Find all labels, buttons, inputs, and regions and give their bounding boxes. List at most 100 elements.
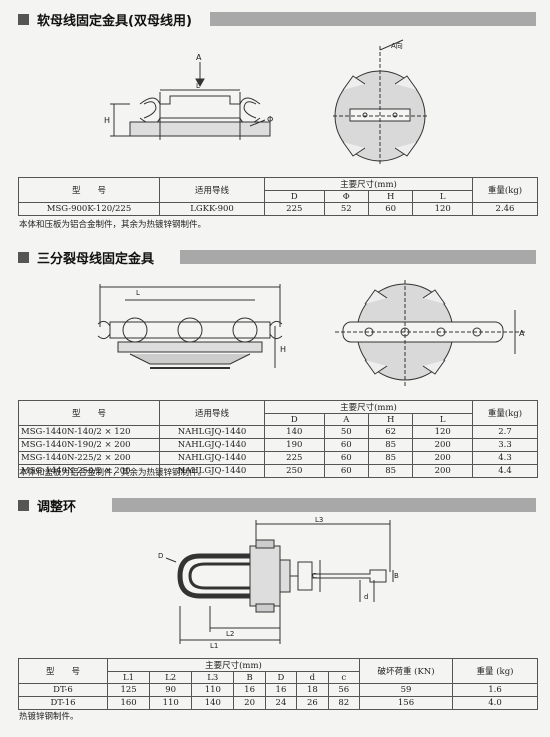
cell-dim: 200 [412,451,473,465]
col-weight: 重量(kg) [472,177,538,203]
cell-dim: 125 [106,683,151,697]
section-title-bar [180,250,536,264]
col-model: 型 号 [18,177,160,203]
dim-head: H [367,413,414,426]
label-phi: Φ [267,115,273,124]
label-b: B [394,572,399,580]
drawing-double-bus-clamp-plan: A向 [333,39,427,166]
section-header-2: 三分裂母线固定金具 [18,248,155,267]
cell-wire: LGKK-900 [159,202,265,216]
cell-wire: NAHLGJQ-1440 [159,464,265,478]
table-row: DT-16 160 110 140 20 24 26 82 156 4.0 [18,696,538,710]
cell-model: DT-16 [18,696,108,710]
cell-weight: 4.0 [452,696,538,710]
col-model: 型 号 [18,400,160,426]
cell-weight: 4.4 [472,464,538,478]
section-title: 三分裂母线固定金具 [37,251,155,267]
section-title: 软母线固定金具(双母线用) [37,13,192,29]
section-title-bar [112,498,536,512]
dim-head: D [264,413,325,426]
note-1: 本体和压板为铝合金制件，其余为热镀锌钢制件。 [19,220,207,230]
cell-weight: 4.3 [472,451,538,465]
cell-load: 156 [359,696,453,710]
table-row: MSG-900K-120/225 LGKK-900 225 52 60 120 … [18,202,538,216]
label-l: L [196,82,200,90]
dim-head: L2 [149,671,193,684]
col-load: 破坏荷重 (KN) [359,658,453,684]
cell-dim: 140 [191,696,235,710]
cell-dim: 225 [264,451,325,465]
col-dims: 主要尺寸(mm) [264,177,473,191]
label-a: A [519,329,525,338]
cell-dim: 250 [264,464,325,478]
dim-head: D [264,190,325,203]
cell-dim: 200 [412,438,473,452]
dim-head: Φ [323,190,369,203]
cell-dim: 62 [367,425,414,439]
cell-dim: 16 [233,683,266,697]
cell-dim: 85 [367,464,414,478]
cell-model: MSG-1440N-190/2 × 200 [18,438,160,452]
label-h: H [104,116,110,125]
section-marker-icon [18,251,29,263]
cell-dim: 24 [264,696,298,710]
cell-dim: 20 [233,696,266,710]
dim-head: H [367,190,414,203]
cell-dim: 60 [323,438,369,452]
cell-wire: NAHLGJQ-1440 [159,425,265,439]
section-header-1: 软母线固定金具(双母线用) [18,10,192,29]
col-dims: 主要尺寸(mm) [107,658,360,672]
spec-table-3: 型 号 主要尺寸(mm) 破坏荷重 (KN) 重量 (kg) L1 L2 L3 … [18,658,538,710]
col-weight: 重量 (kg) [452,658,538,684]
label-l1: L1 [210,642,218,650]
cell-dim: 16 [264,683,298,697]
table-row: MSG-1440N-190/2 × 200 NAHLGJQ-1440 190 6… [18,438,538,452]
cell-dim: 85 [367,451,414,465]
col-model: 型 号 [18,658,108,684]
dim-head: L1 [106,671,151,684]
spec-table-2: 型 号 适用导线 主要尺寸(mm) 重量(kg) D A H L MSG-144… [18,400,538,478]
table-row: MSG-1440N-225/2 × 200 NAHLGJQ-1440 225 6… [18,451,538,465]
note-2: 本体和盖板为铝合金制件，其余为热镀锌钢制件。 [19,468,207,478]
cell-model: DT-6 [18,683,108,697]
cell-dim: 18 [296,683,329,697]
cell-wire: NAHLGJQ-1440 [159,451,265,465]
cell-model: MSG-1440N-225/2 × 200 [18,451,160,465]
table-row: MSG-1440N-250/2 × 200 NAHLGJQ-1440 250 6… [18,464,538,478]
section-title: 调整环 [37,499,77,515]
label-a-view: A向 [391,41,403,50]
section-title-bar [210,12,536,26]
dim-head: L [412,413,473,426]
cell-dim: 200 [412,464,473,478]
drawing-triple-bus-clamp-side: L H [97,284,286,369]
cell-dim: 60 [323,451,369,465]
cell-dim: 26 [296,696,329,710]
cell-dim: 52 [323,202,369,216]
note-3: 热镀锌钢制件。 [19,712,79,722]
spec-table-1: 型 号 适用导线 主要尺寸(mm) 重量(kg) D Φ H L MSG-900… [18,177,538,216]
label-l3: L3 [315,516,323,524]
cell-wire: NAHLGJQ-1440 [159,438,265,452]
label-d-big: D [158,552,163,560]
cell-dim: 50 [323,425,369,439]
section-marker-icon [18,499,29,511]
cell-dim: 60 [323,464,369,478]
cell-dim: 85 [367,438,414,452]
cell-weight: 3.3 [472,438,538,452]
cell-dim: 82 [327,696,361,710]
col-wire: 适用导线 [159,177,265,203]
cell-dim: 120 [412,202,473,216]
table-row: MSG-1440N-140/2 × 120 NAHLGJQ-1440 140 5… [18,425,538,439]
section-header-3: 调整环 [18,496,77,515]
cell-dim: 160 [106,696,151,710]
cell-model: MSG-1440N-140/2 × 120 [18,425,160,439]
cell-dim: 90 [149,683,193,697]
label-h: H [280,345,286,354]
cell-weight: 2.7 [472,425,538,439]
label-l2: L2 [226,630,234,638]
col-dims: 主要尺寸(mm) [264,400,473,414]
label-d-small: d [364,593,368,601]
col-wire: 适用导线 [159,400,265,426]
label-l: L [136,289,140,297]
cell-model: MSG-900K-120/225 [18,202,160,216]
